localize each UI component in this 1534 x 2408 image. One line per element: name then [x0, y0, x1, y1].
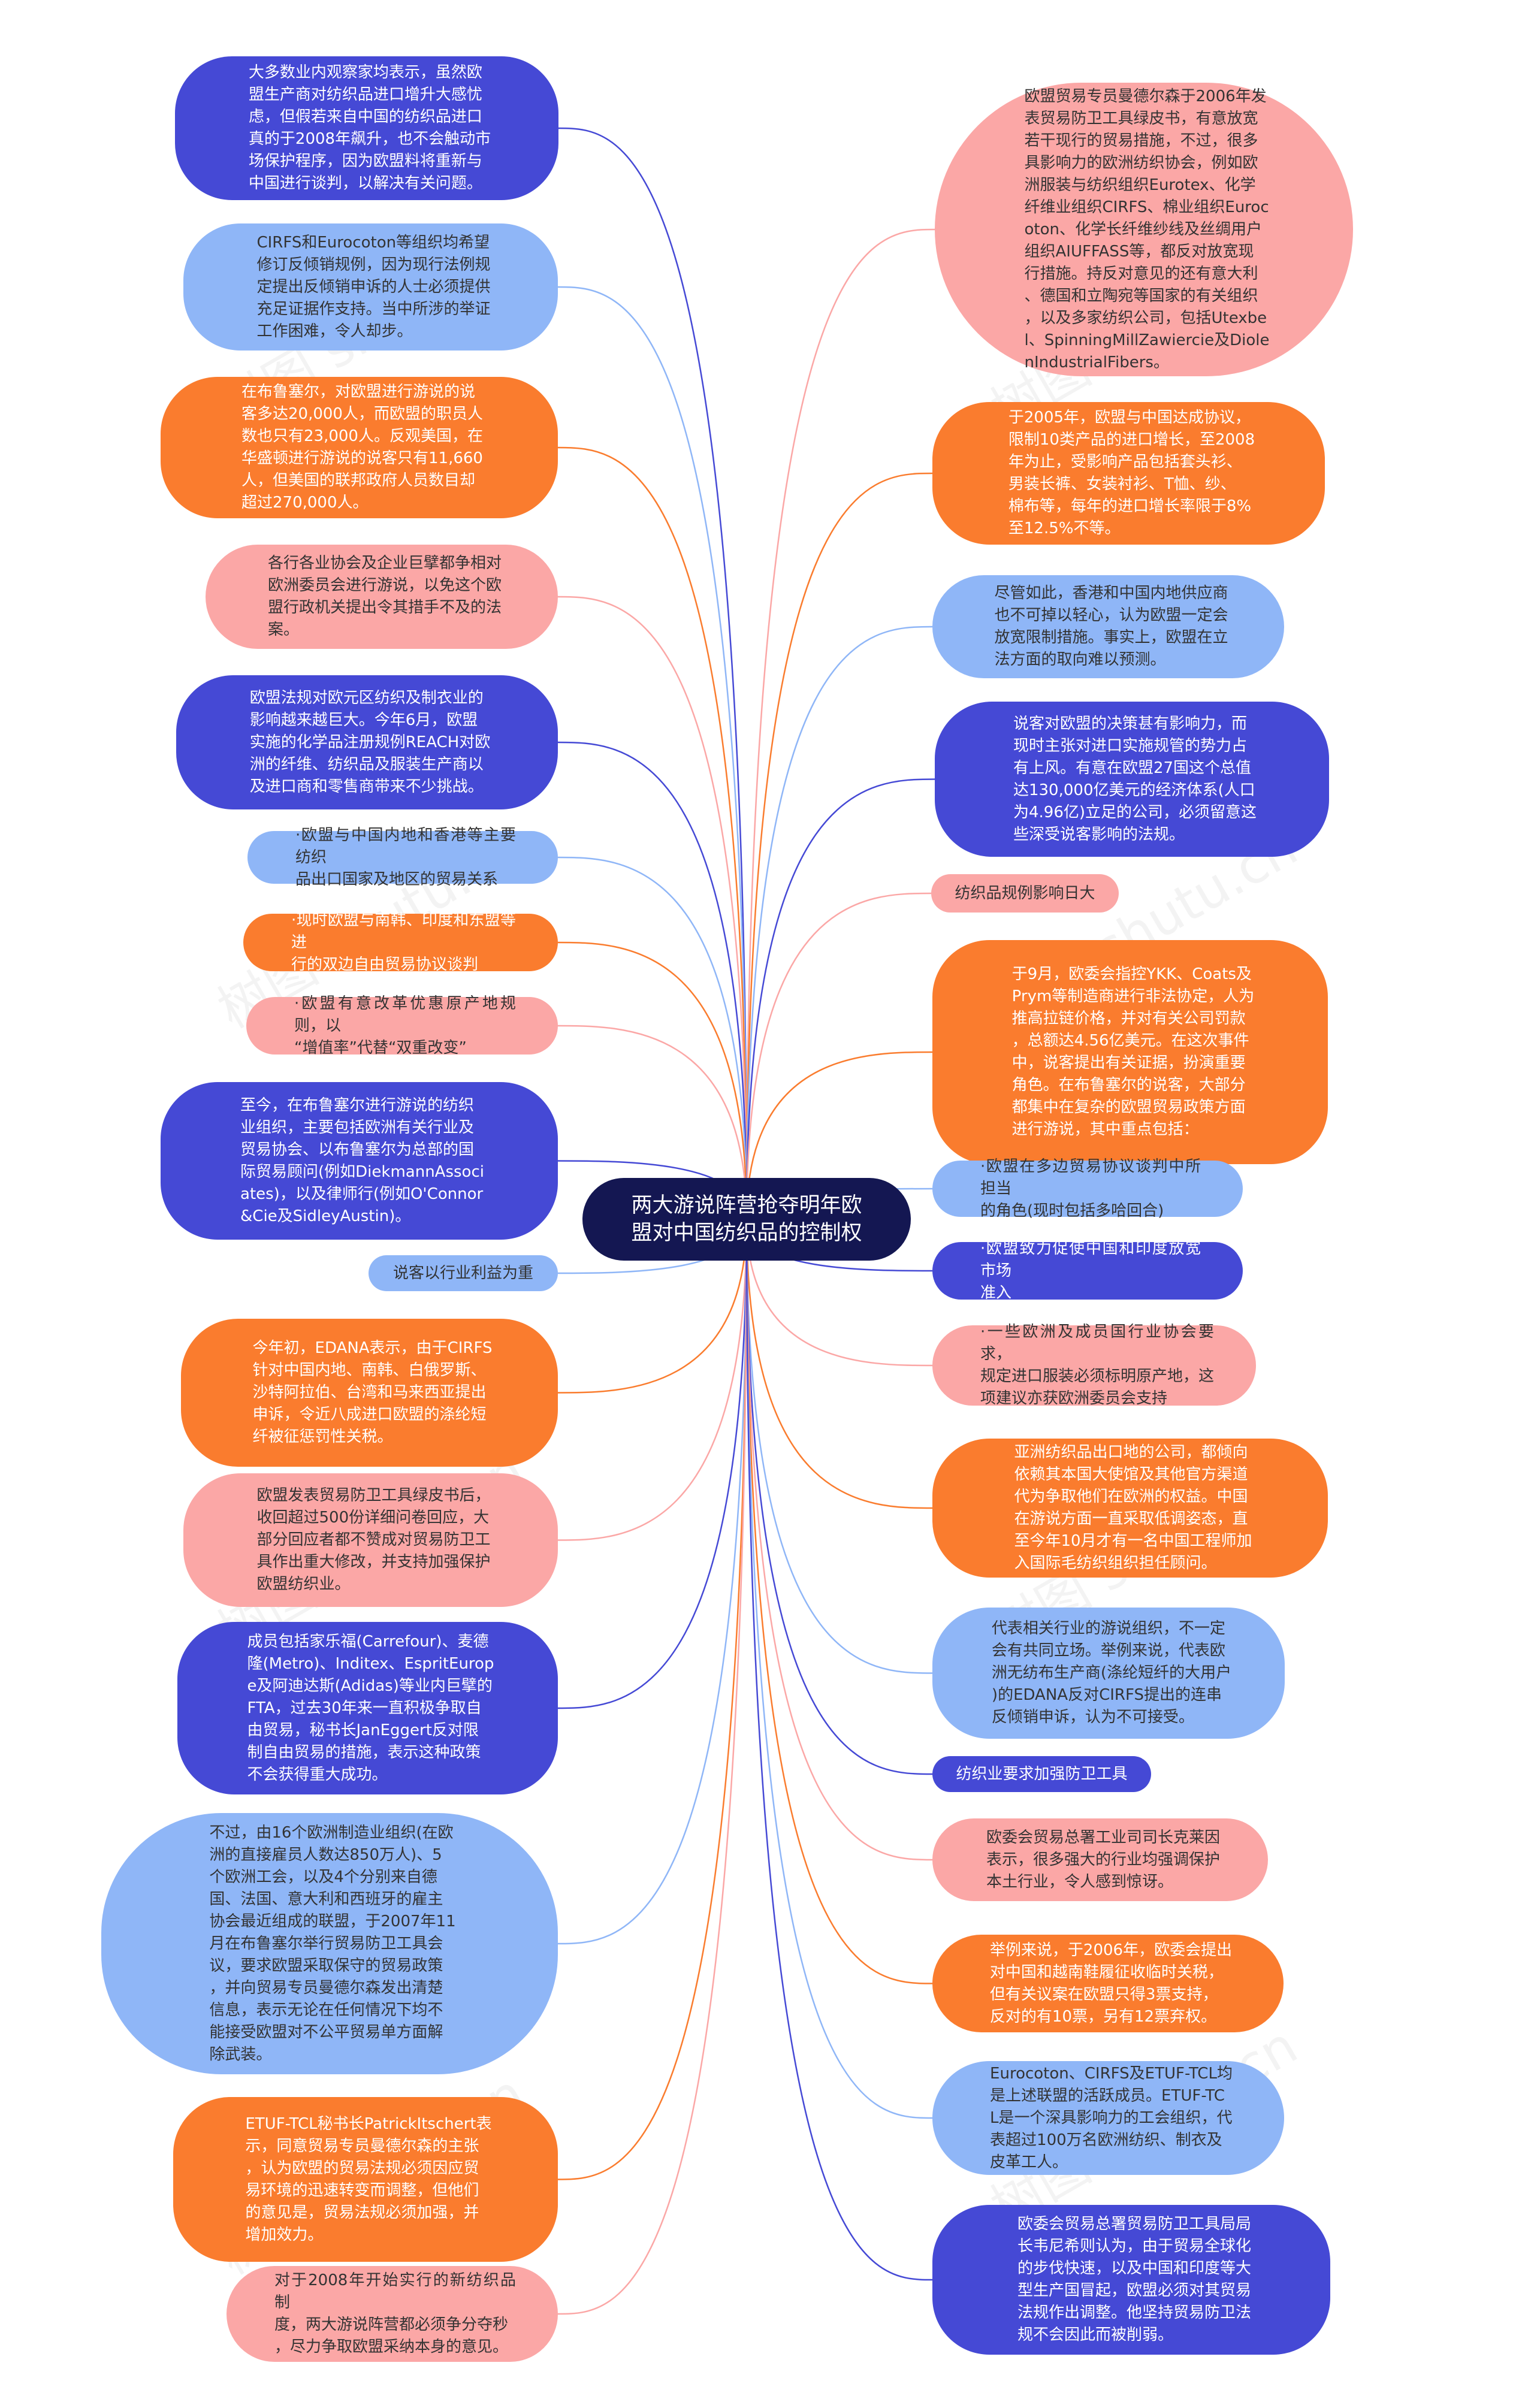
- topic-node-text: 举例来说，于2006年，欧委会提出 对中国和越南鞋履征收临时关税， 但有关议案在…: [989, 1941, 1233, 2026]
- topic-node-text: CIRFS和Eurocoton等组织均希望 修订反倾销规例，因为现行法例规 定提…: [256, 233, 491, 340]
- topic-node-text: 欧盟法规对欧元区纺织及制衣业的 影响越来越巨大。今年6月，欧盟 实施的化学品注册…: [249, 688, 491, 796]
- connector-line-l5: [557, 741, 748, 1220]
- topic-node-text: 对于2008年开始实行的新纺织品制 度，两大游说阵营都必须争分夺秒 ，尽力争取欧…: [274, 2271, 516, 2356]
- connector-line-r1: [745, 228, 935, 1220]
- topic-node-l11[interactable]: 今年初，EDANA表示，由于CIRFS 针对中国内地、南韩、白俄罗斯、 沙特阿拉…: [181, 1319, 558, 1467]
- topic-node-text: 纺织品规例影响日大: [955, 884, 1095, 902]
- topic-node-r7[interactable]: ·欧盟在多边贸易协议谈判中所担当 的角色(现时包括多哈回合): [932, 1158, 1243, 1220]
- topic-node-l6[interactable]: ·欧盟与中国内地和香港等主要纺织 品出口国家及地区的贸易关系: [247, 826, 558, 889]
- topic-node-text: 今年初，EDANA表示，由于CIRFS 针对中国内地、南韩、白俄罗斯、 沙特阿拉…: [252, 1339, 493, 1446]
- topic-node-text: 欧盟发表贸易防卫工具绿皮书后， 收回超过500份详细问卷回应，大 部分回应者都不…: [256, 1487, 491, 1593]
- topic-node-text: 不过，由16个欧洲制造业组织(在欧 洲的直接雇员人数达850万人)、5 个欧洲工…: [209, 1823, 456, 2063]
- connector-line-r6: [745, 1051, 933, 1220]
- topic-node-r14[interactable]: 举例来说，于2006年，欧委会提出 对中国和越南鞋履征收临时关税， 但有关议案在…: [932, 1935, 1284, 2032]
- connector-line-l3: [557, 446, 748, 1220]
- connector-line-l1: [558, 127, 748, 1220]
- central-topic[interactable]: 两大游说阵营抢夺明年欧 盟对中国纺织品的控制权: [582, 1178, 911, 1261]
- topic-node-text: 大多数业内观察家均表示，虽然欧 盟生产商对纺织品进口增升大感忧 虑，但假若来自中…: [248, 64, 491, 192]
- topic-node-r10[interactable]: 亚洲纺织品出口地的公司，都倾向 依赖其本国大使馆及其他官方渠道 代为争取他们在欧…: [932, 1439, 1328, 1578]
- topic-node-l2[interactable]: CIRFS和Eurocoton等组织均希望 修订反倾销规例，因为现行法例规 定提…: [183, 223, 558, 351]
- connector-line-l8: [557, 1025, 748, 1220]
- topic-node-text: 各行各业协会及企业巨擘都争相对 欧洲委员会进行游说，以免这个欧 盟行政机关提出令…: [267, 554, 502, 639]
- connector-line-l11: [557, 1219, 748, 1394]
- topic-node-l4[interactable]: 各行各业协会及企业巨擘都争相对 欧洲委员会进行游说，以免这个欧 盟行政机关提出令…: [206, 545, 558, 649]
- topic-node-r2[interactable]: 于2005年，欧盟与中国达成协议， 限制10类产品的进口增长，至2008 年为止…: [932, 402, 1325, 545]
- topic-node-text: 于2005年，欧盟与中国达成协议， 限制10类产品的进口增长，至2008 年为止…: [1008, 409, 1255, 537]
- topic-node-text: ·一些欧洲及成员国行业协会要求， 规定进口服装必须标明原产地，这 项建议亦获欧洲…: [980, 1323, 1215, 1407]
- connector-line-r2: [745, 472, 933, 1220]
- connector-line-r5: [745, 892, 932, 1220]
- topic-node-text: ·欧盟在多边贸易协议谈判中所担当 的角色(现时包括多哈回合): [980, 1157, 1201, 1220]
- connector-line-r10: [745, 1219, 933, 1509]
- connector-line-l13: [557, 1219, 748, 1709]
- topic-node-r1[interactable]: 欧盟贸易专员曼德尔森于2006年发 表贸易防卫工具绿皮书，有意放宽 若干现行的贸…: [935, 83, 1353, 376]
- connector-line-r4: [745, 778, 935, 1220]
- topic-node-r8[interactable]: ·欧盟致力促使中国和印度放宽市场 准入: [932, 1240, 1243, 1302]
- connector-line-r9: [745, 1219, 933, 1367]
- topic-node-text: 于9月，欧委会指控YKK、Coats及 Prym等制造商进行非法协定，人为 推高…: [1011, 965, 1255, 1138]
- topic-node-l1[interactable]: 大多数业内观察家均表示，虽然欧 盟生产商对纺织品进口增升大感忧 虑，但假若来自中…: [175, 56, 558, 200]
- connector-line-l15: [557, 1219, 748, 2180]
- connector-line-r13: [745, 1219, 933, 1861]
- topic-node-r15[interactable]: Eurocoton、CIRFS及ETUF-TCL均 是上述联盟的活跃成员。ETU…: [932, 2061, 1284, 2175]
- topic-node-r9[interactable]: ·一些欧洲及成员国行业协会要求， 规定进口服装必须标明原产地，这 项建议亦获欧洲…: [932, 1323, 1256, 1407]
- topic-node-text: 欧委会贸易总署贸易防卫工具局局 长韦尼希则认为，由于贸易全球化 的步伐快速，以及…: [1017, 2215, 1251, 2344]
- topic-node-r6[interactable]: 于9月，欧委会指控YKK、Coats及 Prym等制造商进行非法协定，人为 推高…: [932, 940, 1328, 1164]
- connector-line-r14: [745, 1219, 933, 1984]
- topic-node-text: 纺织业要求加强防卫工具: [956, 1765, 1128, 1783]
- connector-line-r3: [745, 626, 933, 1220]
- topic-node-text: ·欧盟与中国内地和香港等主要纺织 品出口国家及地区的贸易关系: [295, 826, 516, 889]
- connector-line-r15: [745, 1219, 933, 2119]
- connector-line-r11: [745, 1219, 933, 1674]
- connector-line-l16: [557, 1219, 748, 2315]
- connector-line-l12: [557, 1219, 748, 1541]
- topic-node-text: ·欧盟致力促使中国和印度放宽市场 准入: [980, 1239, 1201, 1302]
- connector-line-l2: [557, 286, 748, 1220]
- topic-node-r3[interactable]: 尽管如此，香港和中国内地供应商 也不可掉以轻心，认为欧盟一定会 放宽限制措施。事…: [932, 575, 1284, 678]
- topic-node-text: ·欧盟有意改革优惠原产地规则，以 “增值率”代替“双重改变”: [294, 994, 516, 1057]
- connector-line-r12: [745, 1219, 933, 1775]
- topic-node-l15[interactable]: ETUF-TCL秘书长PatrickItschert表 示，同意贸易专员曼德尔森…: [173, 2097, 558, 2262]
- central-topic-title: 两大游说阵营抢夺明年欧 盟对中国纺织品的控制权: [631, 1194, 862, 1245]
- topic-node-r12[interactable]: 纺织业要求加强防卫工具: [932, 1756, 1151, 1792]
- topic-node-l12[interactable]: 欧盟发表贸易防卫工具绿皮书后， 收回超过500份详细问卷回应，大 部分回应者都不…: [183, 1473, 558, 1607]
- topic-node-l16[interactable]: 对于2008年开始实行的新纺织品制 度，两大游说阵营都必须争分夺秒 ，尽力争取欧…: [227, 2266, 558, 2362]
- topic-node-r11[interactable]: 代表相关行业的游说组织，不一定 会有共同立场。举例来说，代表欧 洲无纺布生产商(…: [932, 1608, 1285, 1739]
- topic-node-text: ETUF-TCL秘书长PatrickItschert表 示，同意贸易专员曼德尔森…: [245, 2114, 492, 2244]
- topic-node-r5[interactable]: 纺织品规例影响日大: [931, 874, 1119, 913]
- topic-node-text: Eurocoton、CIRFS及ETUF-TCL均 是上述联盟的活跃成员。ETU…: [990, 2064, 1233, 2171]
- topic-node-l3[interactable]: 在布鲁塞尔，对欧盟进行游说的说 客多达20,000人，而欧盟的职员人 数也只有2…: [161, 377, 558, 518]
- connector-line-l14: [557, 1219, 748, 1945]
- topic-node-text: 至今，在布鲁塞尔进行游说的纺织 业组织，主要包括欧洲有关行业及 贸易协会、以布鲁…: [240, 1096, 484, 1225]
- topic-node-l5[interactable]: 欧盟法规对欧元区纺织及制衣业的 影响越来越巨大。今年6月，欧盟 实施的化学品注册…: [176, 675, 558, 809]
- topic-node-text: 尽管如此，香港和中国内地供应商 也不可掉以轻心，认为欧盟一定会 放宽限制措施。事…: [994, 584, 1228, 669]
- topic-node-l9[interactable]: 至今，在布鲁塞尔进行游说的纺织 业组织，主要包括欧洲有关行业及 贸易协会、以布鲁…: [161, 1082, 558, 1240]
- connector-line-l6: [557, 856, 748, 1220]
- topic-node-text: 欧盟贸易专员曼德尔森于2006年发 表贸易防卫工具绿皮书，有意放宽 若干现行的贸…: [1024, 87, 1270, 371]
- connector-line-l4: [557, 596, 748, 1220]
- topic-node-text: 代表相关行业的游说组织，不一定 会有共同立场。举例来说，代表欧 洲无纺布生产商(…: [991, 1620, 1232, 1726]
- topic-node-text: 亚洲纺织品出口地的公司，都倾向 依赖其本国大使馆及其他官方渠道 代为争取他们在欧…: [1014, 1443, 1252, 1572]
- topic-node-l10[interactable]: 说客以行业利益为重: [369, 1255, 558, 1291]
- connector-line-r16: [745, 1219, 933, 2281]
- topic-node-text: 说客对欧盟的决策甚有影响力，而 现时主张对进口实施规管的势力占 有上风。有意在欧…: [1013, 714, 1257, 844]
- topic-node-l14[interactable]: 不过，由16个欧洲制造业组织(在欧 洲的直接雇员人数达850万人)、5 个欧洲工…: [101, 1813, 558, 2074]
- topic-node-text: 说客以行业利益为重: [392, 1264, 533, 1282]
- topic-node-l7[interactable]: ·现时欧盟与南韩、印度和东盟等进 行的双边自由贸易协议谈判: [243, 911, 558, 974]
- connector-line-l7: [557, 941, 748, 1220]
- topic-node-r4[interactable]: 说客对欧盟的决策甚有影响力，而 现时主张对进口实施规管的势力占 有上风。有意在欧…: [935, 702, 1329, 857]
- topic-node-l8[interactable]: ·欧盟有意改革优惠原产地规则，以 “增值率”代替“双重改变”: [246, 995, 558, 1057]
- topic-node-text: 成员包括家乐福(Carrefour)、麦德 隆(Metro)、Inditex、E…: [247, 1632, 494, 1784]
- topic-node-l13[interactable]: 成员包括家乐福(Carrefour)、麦德 隆(Metro)、Inditex、E…: [177, 1622, 558, 1794]
- topic-node-text: ·现时欧盟与南韩、印度和东盟等进 行的双边自由贸易协议谈判: [291, 911, 516, 974]
- topic-node-text: 在布鲁塞尔，对欧盟进行游说的说 客多达20,000人，而欧盟的职员人 数也只有2…: [241, 383, 483, 512]
- topic-node-r16[interactable]: 欧委会贸易总署贸易防卫工具局局 长韦尼希则认为，由于贸易全球化 的步伐快速，以及…: [932, 2205, 1330, 2355]
- topic-node-r13[interactable]: 欧委会贸易总署工业司司长克莱因 表示，很多强大的行业均强调保护 本土行业，令人感…: [932, 1818, 1268, 1901]
- topic-node-text: 欧委会贸易总署工业司司长克莱因 表示，很多强大的行业均强调保护 本土行业，令人感…: [986, 1828, 1220, 1891]
